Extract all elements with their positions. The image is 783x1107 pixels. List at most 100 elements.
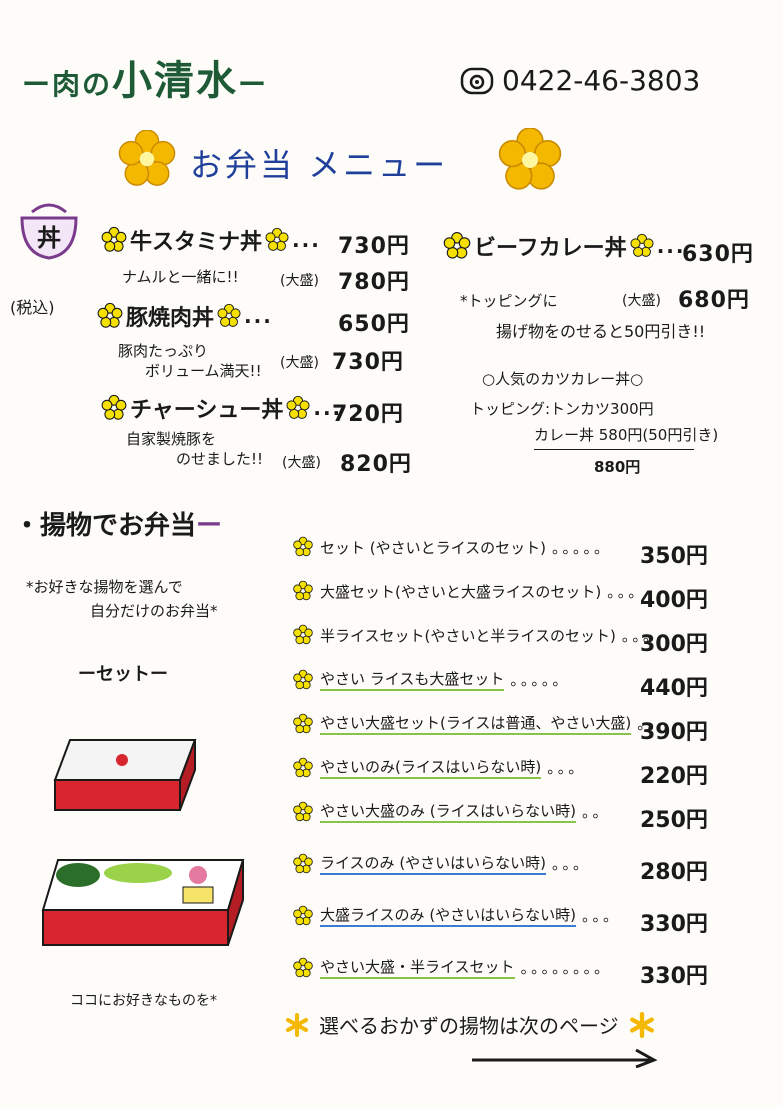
- katsu-line: トッピング:トンカツ300円: [470, 400, 654, 418]
- asterisk-icon: [286, 1012, 308, 1037]
- set-label: ライスのみ (やさいはいらない時): [320, 852, 547, 875]
- set-label: 大盛ライスのみ (やさいはいらない時): [320, 904, 577, 927]
- agemono-title-text: ・揚物でお弁当: [14, 511, 197, 541]
- item-price: 730円: [338, 234, 410, 259]
- tax-label: (税込): [10, 298, 55, 317]
- set-price: 330円: [640, 964, 708, 989]
- set-label: セット (やさいとライスのセット): [320, 538, 547, 557]
- flower-icon: [293, 853, 313, 873]
- set-row: やさい大盛・半ライスセット。。。。。。。。: [292, 956, 612, 979]
- set-row: やさい ライスも大盛セット。。。。。: [292, 668, 570, 691]
- item-note: のせました!!: [176, 450, 264, 468]
- flower-icon: [293, 801, 313, 821]
- flower-icon: [293, 624, 313, 645]
- set-row: 半ライスセット(やさいと半ライスのセット) 。。。: [292, 624, 661, 646]
- set-price: 300円: [640, 632, 708, 657]
- dots: 。。。。。: [552, 538, 613, 557]
- set-price: 350円: [640, 544, 708, 569]
- set-label: やさい大盛のみ (ライスはいらない時): [320, 800, 577, 823]
- agemono-title: ・揚物でお弁当ー: [14, 505, 222, 542]
- bento-box-closed-illustration: [53, 739, 197, 811]
- item-note: ボリューム満天!!: [145, 362, 262, 380]
- shop-title: ー肉の小清水ー: [22, 48, 268, 106]
- large-price: 680円: [678, 288, 750, 313]
- large-price: 820円: [340, 452, 412, 477]
- menu-title: お弁当 メニュー: [190, 146, 449, 184]
- item-price: 650円: [338, 312, 410, 337]
- item-note: *トッピングに: [460, 292, 558, 310]
- dots: 。。。: [621, 626, 661, 645]
- large-label: (大盛): [622, 293, 661, 309]
- set-row: セット (やさいとライスのセット) 。。。。。: [292, 536, 612, 558]
- bento-box-open-illustration: [41, 859, 245, 946]
- arrow-right-icon: [472, 1048, 658, 1068]
- set-row: ライスのみ (やさいはいらない時) 。。。: [292, 852, 591, 875]
- item-name: 牛スタミナ丼: [130, 230, 263, 255]
- flower-icon: [443, 231, 471, 259]
- dots: ...: [313, 396, 343, 420]
- dots: 。。: [582, 803, 611, 821]
- dots: 。。。: [547, 759, 587, 777]
- set-price: 330円: [640, 912, 708, 937]
- set-price: 400円: [640, 588, 708, 613]
- item-name: ビーフカレー丼: [474, 236, 627, 261]
- flower-icon: [265, 227, 289, 251]
- set-price: 390円: [640, 720, 708, 745]
- large-label: (大盛): [282, 455, 321, 471]
- set-price: 220円: [640, 764, 708, 789]
- dots: ...: [292, 228, 321, 252]
- set-label: やさい大盛・半ライスセット: [320, 956, 515, 979]
- large-label: (大盛): [280, 273, 319, 289]
- agemono-desc: 自分だけのお弁当*: [90, 602, 218, 620]
- katsu-line: カレー丼 580円(50円引き): [534, 424, 718, 450]
- item-note: 揚げ物をのせると50円引き!!: [496, 322, 706, 341]
- set-row: やさいのみ(ライスはいらない時) 。。。: [292, 756, 586, 779]
- shop-name: 小清水: [112, 58, 239, 104]
- shop-prefix: ー肉の: [22, 68, 113, 101]
- dots: 。。: [637, 715, 666, 733]
- katsu-total: 880円: [594, 458, 641, 476]
- flower-icon: [498, 128, 562, 190]
- menu-item-gyu-stamina: 牛スタミナ丼 ...: [100, 224, 321, 256]
- set-row: 大盛ライスのみ (やさいはいらない時) 。。。: [292, 904, 621, 927]
- dots: 。。。。。。。。: [520, 959, 613, 977]
- item-price: 720円: [332, 402, 404, 427]
- agemono-title-tail: ー: [196, 511, 223, 541]
- set-label: やさいのみ(ライスはいらない時): [320, 756, 542, 779]
- large-price: 780円: [338, 270, 410, 295]
- flower-icon: [293, 957, 313, 977]
- dots: 。。。。。: [510, 671, 571, 689]
- large-label: (大盛): [280, 355, 319, 371]
- flower-icon: [630, 233, 654, 257]
- dots: 。。。: [582, 907, 622, 925]
- menu-item-buta-yakiniku: 豚焼肉丼 ...: [96, 300, 273, 332]
- item-name: チャーシュー丼: [130, 398, 284, 423]
- bento-caption: ココにお好きなものを*: [70, 993, 217, 1009]
- dots: ...: [656, 234, 686, 258]
- item-price: 630円: [682, 242, 754, 267]
- flower-icon: [293, 757, 313, 777]
- flower-icon: [97, 302, 123, 328]
- next-page-note: 選べるおかずの揚物は次のページ: [285, 1010, 655, 1039]
- phone-number: 0422-46-3803: [502, 64, 701, 97]
- dots: 。。。: [552, 855, 592, 873]
- flower-icon: [293, 713, 313, 733]
- agemono-desc: *お好きな揚物を選んで: [26, 578, 183, 596]
- menu-item-beef-curry: ビーフカレー丼 ...: [442, 230, 685, 262]
- item-note: ナムルと一緒に!!: [122, 268, 239, 286]
- flower-icon: [293, 536, 313, 557]
- flower-icon: [286, 395, 310, 419]
- dots: ...: [244, 304, 273, 328]
- set-label: やさい大盛セット(ライスは普通、やさい大盛): [320, 712, 632, 735]
- menu-item-chashu: チャーシュー丼 ...: [100, 392, 342, 424]
- set-label: 半ライスセット(やさいと半ライスのセット): [320, 626, 616, 645]
- katsu-title: ○人気のカツカレー丼○: [482, 370, 644, 388]
- set-label: やさい ライスも大盛セット: [320, 668, 505, 691]
- flower-icon: [293, 905, 313, 925]
- set-row: 大盛セット(やさいと大盛ライスのセット)。。。: [292, 580, 646, 602]
- item-name: 豚焼肉丼: [126, 306, 215, 331]
- phone: 0422-46-3803: [460, 64, 700, 97]
- flower-icon: [101, 226, 127, 252]
- set-price: 280円: [640, 860, 708, 885]
- flower-icon: [293, 669, 313, 689]
